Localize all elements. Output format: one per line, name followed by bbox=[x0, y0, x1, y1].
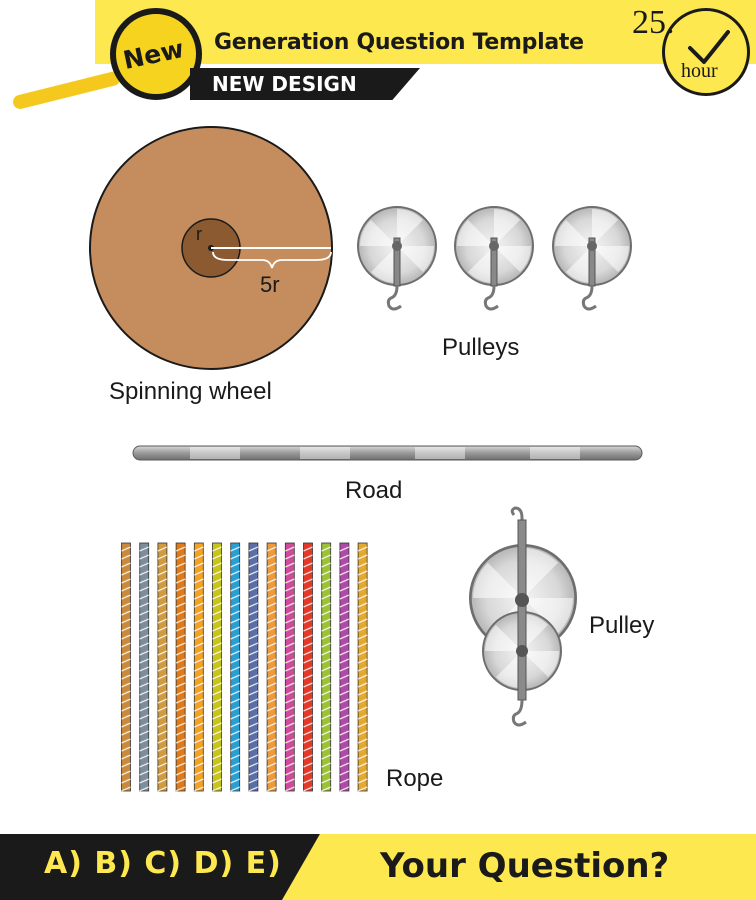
spinning-wheel-label: Spinning wheel bbox=[109, 378, 272, 405]
rope bbox=[193, 542, 204, 792]
header-title: Generation Question Template bbox=[214, 30, 584, 55]
rope bbox=[321, 542, 332, 792]
clock-icon bbox=[662, 8, 750, 96]
header-band bbox=[95, 0, 756, 64]
footer-yellow-band bbox=[282, 834, 756, 900]
footer-dark-band bbox=[0, 834, 320, 900]
diagram bbox=[89, 126, 643, 792]
checkmark-icon bbox=[688, 30, 730, 64]
rope bbox=[303, 542, 313, 792]
ropes-group bbox=[121, 542, 368, 792]
rope bbox=[175, 542, 186, 792]
rope bbox=[121, 542, 131, 792]
pulley-small bbox=[552, 206, 632, 311]
pulleys-group bbox=[357, 206, 632, 311]
pulley-small bbox=[357, 206, 437, 311]
spinning-wheel bbox=[89, 126, 333, 370]
header-subtitle: NEW DESIGN bbox=[212, 72, 357, 96]
pulley-small bbox=[454, 206, 534, 311]
road-rod bbox=[132, 445, 643, 461]
rope bbox=[266, 542, 277, 792]
pulley-label: Pulley bbox=[589, 612, 655, 639]
inner-radius-label: r bbox=[196, 224, 202, 244]
rope bbox=[248, 542, 259, 792]
rope bbox=[339, 542, 350, 792]
rope bbox=[139, 542, 150, 792]
road-label: Road bbox=[345, 477, 403, 504]
rope-label: Rope bbox=[386, 765, 444, 792]
timer-number: 25. bbox=[632, 4, 675, 41]
rope bbox=[357, 542, 368, 792]
rope bbox=[230, 542, 241, 792]
compound-pulley bbox=[469, 506, 578, 727]
answer-options: A) B) C) D) E) bbox=[44, 846, 282, 881]
outer-radius-label: 5r bbox=[260, 272, 280, 297]
magnifier-icon bbox=[110, 8, 202, 100]
rope bbox=[157, 542, 168, 792]
pulleys-label: Pulleys bbox=[442, 334, 520, 361]
header-subtitle-strip bbox=[190, 68, 420, 100]
rope bbox=[212, 542, 222, 792]
rope bbox=[284, 542, 295, 792]
question-placeholder: Your Question? bbox=[380, 846, 670, 886]
radius-brace bbox=[212, 251, 332, 269]
timer-unit: hour bbox=[681, 60, 718, 82]
